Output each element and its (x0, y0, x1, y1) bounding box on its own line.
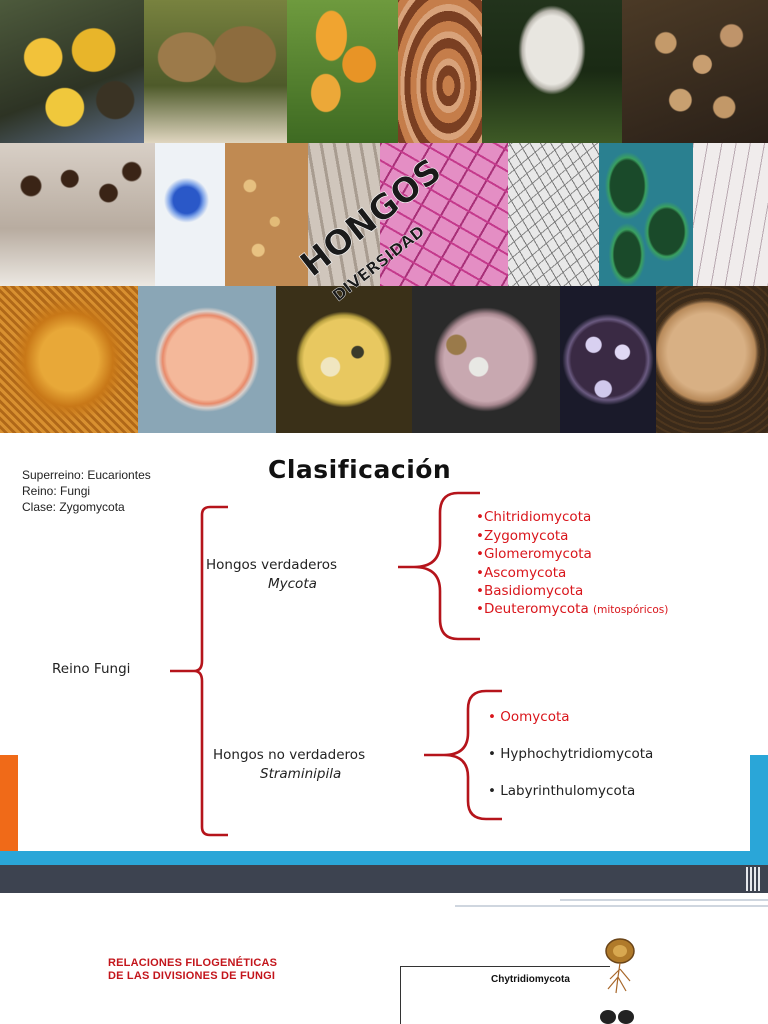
clasificacion-title: Clasificación (268, 455, 452, 484)
reino-fungi-label: Reino Fungi (52, 661, 131, 677)
taxonomy-meta: Superreino: Eucariontes Reino: Fungi Cla… (22, 467, 151, 515)
meta-superreino: Superreino: Eucariontes (22, 468, 151, 482)
tree-branch-vertical (400, 966, 401, 1024)
phylum-deuteromycota: •Deuteromycota (mitospóricos) (476, 601, 668, 617)
photo-moldy-fruit (656, 286, 768, 433)
tree-branch-horizontal (400, 966, 610, 967)
phylogeny-slide: RELACIONES FILOGENÉTICAS DE LAS DIVISION… (0, 893, 768, 1024)
meta-reino: Reino: Fungi (22, 484, 91, 498)
photo-mushroom-cluster (622, 0, 768, 143)
photo-rust-leaf (0, 286, 138, 433)
main-bracket (170, 505, 228, 837)
verdaderos-bracket (398, 491, 480, 641)
orange-side-accent (0, 755, 18, 865)
straminipila-label: Straminipila (260, 766, 342, 782)
classification-brackets (170, 491, 502, 837)
photo-petri-dark (560, 286, 656, 433)
micro-conidiophores (508, 143, 599, 286)
phylum-basidiomycota: •Basidiomycota (476, 583, 584, 599)
phylogeny-title-line1: RELACIONES FILOGENÉTICAS (108, 957, 278, 969)
photo-petri-orange (138, 286, 276, 433)
decor-line (455, 905, 768, 907)
phylum-zygomycota: •Zygomycota (476, 528, 569, 544)
tree-label-chytridiomycota: Chytridiomycota (491, 974, 570, 985)
zygo-illustration (600, 1010, 634, 1024)
phylum-glomeromycota: •Glomeromycota (476, 546, 592, 562)
micro-green-cells (599, 143, 693, 286)
micro-aspergillus (155, 143, 225, 286)
phylogeny-title-line2: DE LAS DIVISIONES DE FUNGI (108, 970, 276, 982)
footer-stripes (746, 867, 760, 891)
photo-petri-mixed (412, 286, 560, 433)
photo-orange-mushrooms (287, 0, 398, 143)
no-verdaderos-bracket (424, 689, 502, 821)
photo-yellow-puffballs (0, 0, 144, 143)
photo-bracket-fungus (398, 0, 482, 143)
chytrid-illustration (605, 938, 635, 994)
phylogeny-title: RELACIONES FILOGENÉTICAS DE LAS DIVISION… (108, 957, 277, 983)
blue-footer-band (0, 851, 768, 865)
deuteromycota-name: •Deuteromycota (476, 601, 589, 617)
micro-asci (308, 143, 380, 286)
fungi-collage: HONGOS DIVERSIDAD (0, 0, 768, 433)
photo-white-mushroom (482, 0, 622, 143)
phylum-ascomycota: •Ascomycota (476, 565, 567, 581)
meta-clase: Clase: Zygomycota (22, 500, 125, 514)
photo-petri-yellow (276, 286, 412, 433)
dark-footer-band (0, 865, 768, 893)
phylum-oomycota: • Oomycota (488, 709, 570, 725)
mitosporicos-note: (mitospóricos) (593, 604, 669, 616)
photo-morels (144, 0, 287, 143)
micro-sporangia (0, 143, 155, 286)
blue-side-accent (750, 755, 768, 865)
mycota-label: Mycota (268, 576, 317, 592)
micro-spores (225, 143, 308, 286)
micro-hyphae-pink (380, 143, 508, 286)
phylum-chitridiomycota: •Chitridiomycota (476, 509, 592, 525)
hongos-no-verdaderos-label: Hongos no verdaderos (213, 747, 366, 763)
micro-branching-hyphae (693, 143, 768, 286)
hongos-verdaderos-label: Hongos verdaderos (206, 557, 337, 573)
decor-line-top (560, 899, 768, 901)
classification-slide: Superreino: Eucariontes Reino: Fungi Cla… (0, 433, 768, 893)
phylum-labyrinthulomycota: • Labyrinthulomycota (488, 783, 636, 799)
phylum-hyphochytridiomycota: • Hyphochytridiomycota (488, 746, 654, 762)
